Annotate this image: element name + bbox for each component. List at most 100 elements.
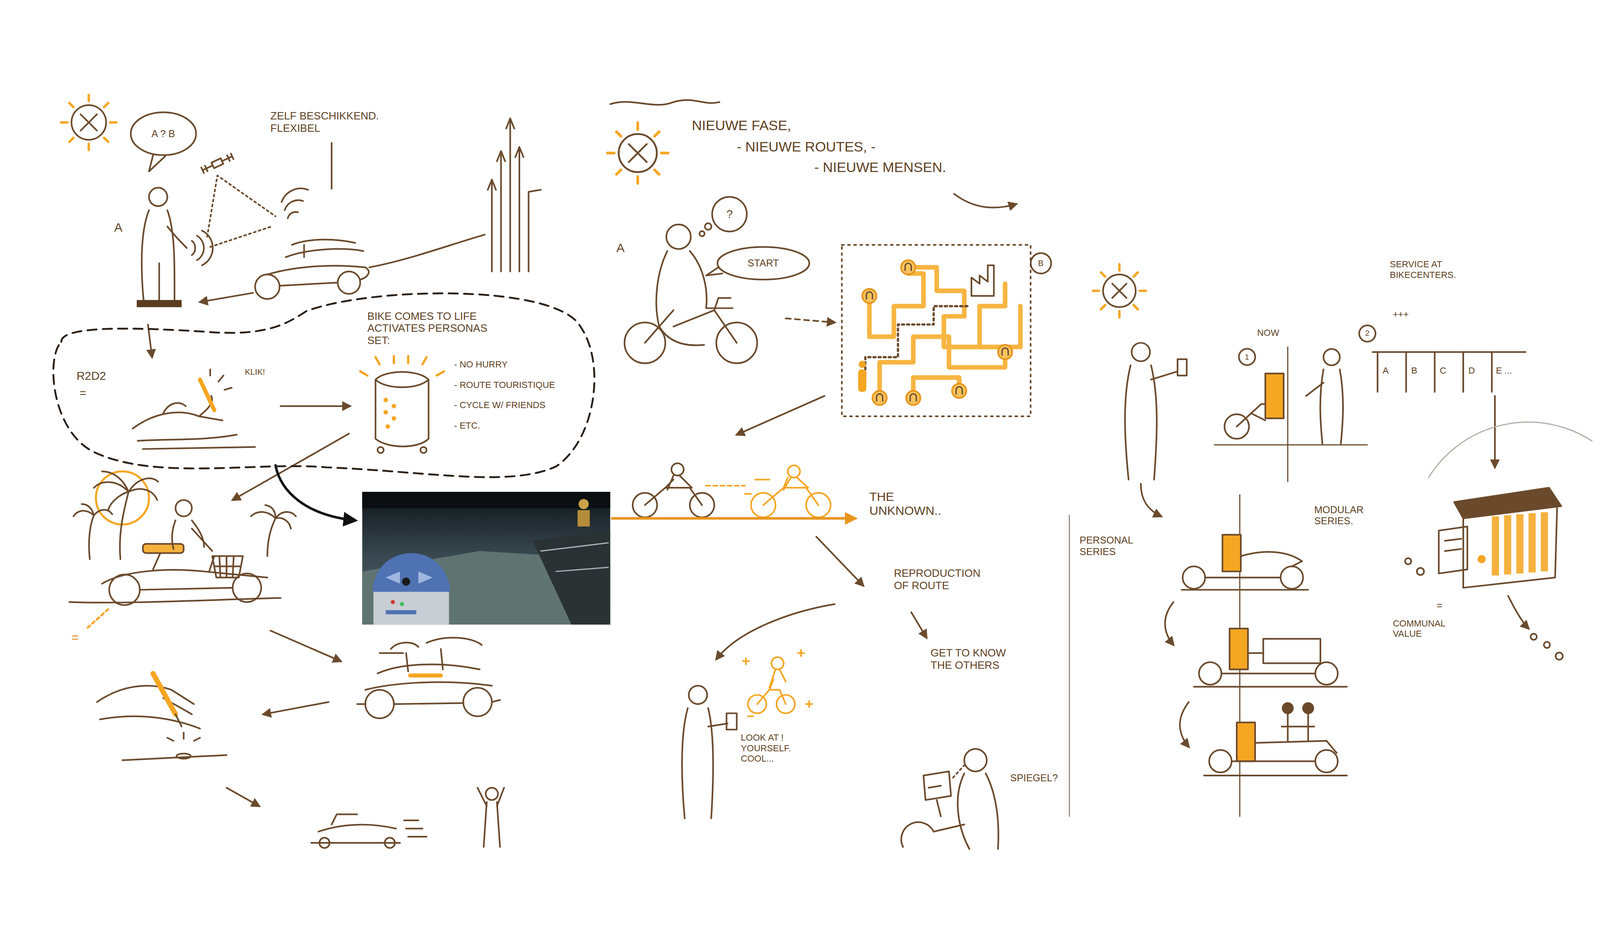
pod-bike (330, 142, 333, 189)
sketch-label: - NIEUWE MENSEN. (814, 159, 946, 176)
bike-center-shop (1463, 506, 1558, 588)
r2d2-photo (532, 530, 611, 625)
bike-with-module (1182, 566, 1206, 589)
sun-symbol (618, 133, 657, 173)
sketch-label: THE UNKNOWN.. (869, 489, 952, 519)
flow-arrow (785, 318, 835, 323)
bike-center-shop (1543, 641, 1550, 648)
rider-figure (632, 463, 715, 518)
bike-with-module (1323, 348, 1340, 366)
ghost-rider (742, 649, 813, 717)
bike-center-shop (1528, 513, 1536, 573)
flow-arrow (270, 630, 341, 662)
node-text: R2D2 (76, 369, 106, 383)
sketch-label: = (1436, 599, 1443, 612)
bike-center-shop (1530, 633, 1537, 640)
sketch-label: PERSONAL SERIES (1079, 534, 1162, 558)
beach-scene (142, 544, 184, 554)
sun-symbol (1112, 283, 1127, 299)
ghost-rider (771, 657, 784, 670)
hand-pen (210, 369, 232, 391)
bike-with-module (1209, 750, 1232, 773)
bubble-outline (712, 197, 747, 232)
sketch-canvas (61, 94, 1592, 850)
bike-with-module (1282, 703, 1293, 714)
ghost-rider (706, 484, 745, 487)
speech-bubble: A ? B (129, 111, 198, 157)
ghost-rider (757, 669, 786, 705)
bike-with-module (1229, 628, 1249, 670)
bike-with-module (1236, 722, 1256, 762)
r2d2-bike (391, 416, 397, 421)
bike-center-shop (1404, 487, 1563, 660)
sun-symbol (1092, 264, 1146, 318)
route-map (865, 306, 970, 380)
ghost-rider (706, 465, 831, 518)
dashed-outline (53, 293, 595, 478)
flow-arrow (199, 292, 253, 302)
bike-with-module (1204, 714, 1348, 776)
person-figure (1124, 342, 1187, 480)
mirror-rider (901, 748, 999, 850)
flow-arrow (816, 536, 864, 586)
r2d2-bike (420, 447, 427, 454)
r2d2-photo (399, 601, 405, 607)
squiggle (610, 100, 720, 106)
sketch-label: NOW (1257, 327, 1280, 338)
city-towers (369, 118, 542, 272)
mirror-rider (952, 765, 965, 778)
hand-pen (96, 685, 227, 760)
node-text: - ETC. (454, 420, 481, 431)
sketch-label: LOOK AT ! YOURSELF. COOL... (740, 732, 823, 764)
person-figure (726, 713, 737, 730)
flow-arrow (1140, 483, 1162, 517)
node-text: KLIK! (244, 367, 265, 377)
hand-pen (96, 673, 227, 760)
thought-bubble: ? (711, 195, 748, 233)
ghost-rider (787, 465, 801, 478)
r2d2-bike (375, 371, 429, 447)
person-figure (681, 708, 728, 819)
satellite-icon (201, 153, 234, 173)
pod-bike (384, 837, 395, 849)
route-map (872, 390, 887, 406)
person-figure (149, 187, 168, 207)
r2d2-bike (360, 355, 444, 453)
bike-with-module (1222, 534, 1241, 572)
route-map (901, 260, 916, 275)
r2d2-photo (385, 610, 417, 615)
route-map (858, 369, 867, 393)
signal-waves (207, 175, 276, 248)
pod-bike (337, 271, 361, 294)
rider-figure (699, 231, 705, 237)
r2d2-photo (578, 498, 589, 510)
sketch-label: COMMUNAL VALUE (1392, 618, 1465, 640)
route-map (971, 265, 994, 297)
pod-bike (357, 637, 501, 719)
person-figure (477, 787, 505, 848)
r2d2-photo (401, 577, 411, 586)
mirror-rider (923, 771, 951, 817)
sketch-label: D (1468, 365, 1475, 376)
signal-waves (191, 175, 276, 266)
separator-line (1068, 515, 1070, 817)
bike-with-module (1181, 551, 1309, 590)
rider-figure (704, 223, 712, 230)
flow-arrow (954, 193, 1017, 208)
pod-bike (254, 142, 369, 299)
satellite-icon (211, 158, 224, 169)
sun-symbol (61, 94, 117, 150)
bike-center-shop (1404, 558, 1412, 565)
bubble-outline (130, 112, 196, 155)
city-towers (487, 118, 524, 190)
bike-with-module (1198, 662, 1222, 685)
rider-figure (666, 224, 691, 250)
node-text: = (79, 386, 87, 400)
sun-symbol (71, 105, 107, 141)
beach-scene (212, 556, 244, 578)
pod-bike (410, 673, 441, 678)
sketch-label: - NIEUWE ROUTES, - (736, 138, 876, 155)
route-map (979, 306, 1021, 347)
rider-figure (645, 475, 703, 506)
node-text: - CYCLE W/ FRIENDS (454, 399, 546, 411)
